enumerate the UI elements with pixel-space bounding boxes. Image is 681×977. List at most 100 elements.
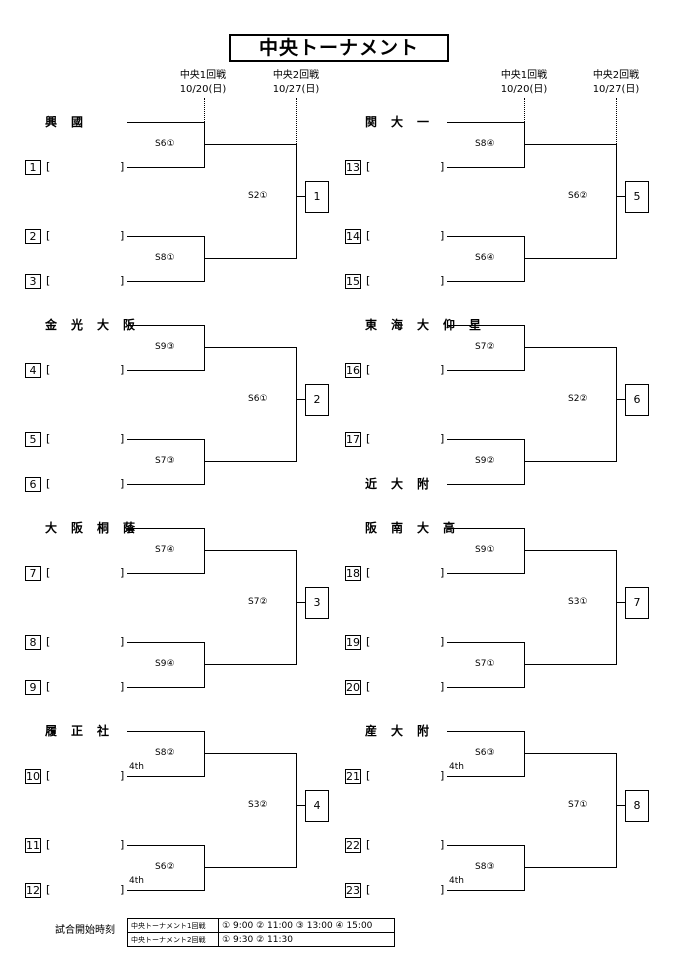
slot-bracket-close: ]	[120, 160, 125, 173]
bracket-line	[616, 550, 617, 665]
slot-bracket-open: [	[366, 838, 371, 851]
slot-bracket-open: [	[46, 274, 51, 287]
slot-number: 8	[25, 635, 41, 650]
winner-slot: 3	[305, 587, 329, 619]
bracket-line	[616, 196, 625, 197]
seed-note: 4th	[129, 876, 144, 886]
match-code: S8②	[155, 748, 175, 758]
seed-team: 阪南大高	[365, 521, 470, 535]
seed-team: 東海大仰星	[365, 318, 496, 332]
bracket-line	[204, 122, 205, 168]
match-code: S9④	[155, 659, 175, 669]
seed-team: 履正社	[45, 724, 124, 738]
schedule-round-name: 中央トーナメント2回戦	[126, 932, 220, 947]
bracket-line	[524, 461, 617, 462]
bracket-line	[204, 258, 297, 259]
round2-date-right: 10/27(日)	[592, 84, 640, 95]
bracket-line	[447, 845, 525, 846]
bracket-line	[616, 144, 617, 259]
schedule-times: ① 9:30 ② 11:30	[218, 932, 395, 947]
slot-number: 13	[345, 160, 361, 175]
bracket-line	[447, 484, 525, 485]
slot-bracket-close: ]	[120, 635, 125, 648]
bracket-line	[524, 642, 525, 688]
bracket-line	[524, 144, 617, 145]
bracket-line	[524, 236, 525, 282]
table-row: 中央トーナメント2回戦 ① 9:30 ② 11:30	[126, 932, 395, 947]
round1-header-right: 中央1回戦	[500, 70, 548, 81]
slot-number: 3	[25, 274, 41, 289]
round2-date-left: 10/27(日)	[272, 84, 320, 95]
slot-bracket-close: ]	[440, 160, 445, 173]
round2-connector-left	[296, 98, 297, 144]
bracket-line	[204, 642, 205, 688]
match-code: S6②	[155, 862, 175, 872]
slot-bracket-open: [	[46, 769, 51, 782]
bracket-line	[616, 805, 625, 806]
slot-number: 20	[345, 680, 361, 695]
bracket-line	[204, 528, 205, 574]
slot-bracket-close: ]	[120, 274, 125, 287]
slot-bracket-open: [	[46, 635, 51, 648]
round2-header-left: 中央2回戦	[272, 70, 320, 81]
round2-connector-right	[616, 98, 617, 144]
match-code-round2: S3②	[248, 800, 268, 810]
slot-bracket-open: [	[366, 769, 371, 782]
seed-note: 4th	[129, 762, 144, 772]
slot-number: 5	[25, 432, 41, 447]
bracket-line	[127, 484, 205, 485]
slot-bracket-close: ]	[440, 838, 445, 851]
match-code: S9②	[475, 456, 495, 466]
slot-number: 4	[25, 363, 41, 378]
bracket-line	[296, 399, 305, 400]
bracket-line	[616, 602, 625, 603]
slot-number: 18	[345, 566, 361, 581]
slot-bracket-open: [	[46, 680, 51, 693]
bracket-line	[447, 236, 525, 237]
slot-bracket-close: ]	[120, 566, 125, 579]
bracket-line	[127, 528, 205, 529]
page-title: 中央トーナメント	[229, 34, 449, 62]
match-code-round2: S2①	[248, 191, 268, 201]
slot-bracket-open: [	[366, 566, 371, 579]
slot-bracket-open: [	[46, 432, 51, 445]
match-code: S7④	[155, 545, 175, 555]
bracket-line	[447, 167, 525, 168]
bracket-line	[296, 753, 297, 868]
slot-bracket-close: ]	[120, 432, 125, 445]
bracket-line	[127, 370, 205, 371]
slot-bracket-open: [	[366, 229, 371, 242]
bracket-line	[447, 687, 525, 688]
match-code-round2: S7②	[248, 597, 268, 607]
slot-bracket-close: ]	[440, 769, 445, 782]
bracket-line	[447, 528, 525, 529]
slot-number: 12	[25, 883, 41, 898]
slot-bracket-open: [	[366, 635, 371, 648]
bracket-line	[524, 439, 525, 485]
winner-slot: 5	[625, 181, 649, 213]
slot-bracket-open: [	[46, 229, 51, 242]
match-code: S7③	[155, 456, 175, 466]
slot-number: 6	[25, 477, 41, 492]
slot-bracket-close: ]	[440, 566, 445, 579]
slot-number: 15	[345, 274, 361, 289]
bracket-line	[204, 325, 205, 371]
winner-slot: 8	[625, 790, 649, 822]
bracket-line	[447, 122, 525, 123]
round1-connector-right	[524, 98, 525, 122]
table-row: 中央トーナメント1回戦 ① 9:00 ② 11:00 ③ 13:00 ④ 15:…	[126, 918, 395, 933]
slot-number: 1	[25, 160, 41, 175]
winner-slot: 6	[625, 384, 649, 416]
bracket-line	[616, 347, 617, 462]
slot-number: 22	[345, 838, 361, 853]
bracket-line	[524, 867, 617, 868]
slot-bracket-open: [	[366, 274, 371, 287]
bracket-line	[524, 664, 617, 665]
start-times-table: 中央トーナメント1回戦 ① 9:00 ② 11:00 ③ 13:00 ④ 15:…	[126, 918, 395, 947]
bracket-line	[204, 461, 297, 462]
slot-bracket-close: ]	[440, 229, 445, 242]
match-code: S9①	[475, 545, 495, 555]
match-code: S7①	[475, 659, 495, 669]
slot-number: 17	[345, 432, 361, 447]
match-code: S8③	[475, 862, 495, 872]
